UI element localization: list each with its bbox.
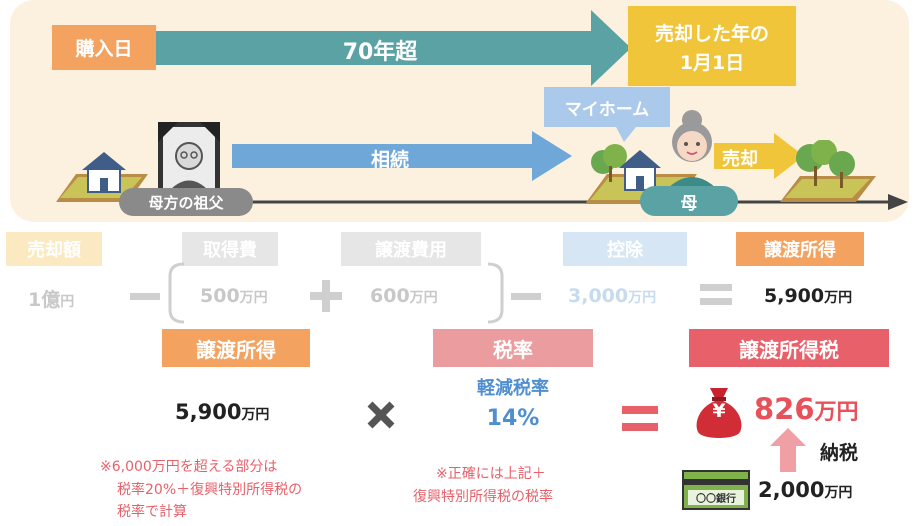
deduction-label: 控除	[563, 232, 687, 266]
bank-amount-number: 2,000	[758, 478, 825, 502]
note1-line2: 税率20%＋復興特別所得税の	[117, 482, 303, 498]
tax-unit: 万円	[814, 400, 859, 425]
acquisition-cost-number: 500	[200, 285, 240, 307]
transfer-income-number-2: 5,900	[175, 400, 242, 424]
sale-amount-number: 1億	[28, 289, 61, 311]
transfer-income-label-1: 譲渡所得	[736, 232, 864, 266]
sale-arrow	[714, 133, 804, 179]
sale-amount-value: 1億円	[28, 285, 74, 312]
tax-payment-arrow	[770, 428, 806, 472]
money-bag-icon	[696, 388, 742, 438]
sale-amount-label: 売却額	[6, 232, 102, 266]
inheritance-arrow	[232, 131, 572, 181]
transfer-income-value-2: 5,900万円	[175, 400, 269, 424]
transfer-income-value-1: 5,900万円	[764, 285, 852, 307]
seventy-years-text: 70年超	[342, 40, 418, 65]
acquisition-cost-value: 500万円	[200, 285, 268, 307]
deduction-value: 3,000万円	[568, 285, 656, 307]
tax-rate-label: 税率	[433, 329, 593, 367]
sale-amount-unit: 円	[60, 294, 75, 310]
sale-text: 売却	[722, 149, 758, 170]
transfer-cost-value: 600万円	[370, 285, 438, 307]
my-home-text: マイホーム	[564, 100, 650, 120]
transfer-income-label-2: 譲渡所得	[162, 329, 310, 367]
deduction-number: 3,000	[568, 285, 629, 307]
transfer-income-unit-2: 万円	[241, 407, 270, 423]
bankbook-icon	[682, 470, 750, 510]
transfer-tax-label: 譲渡所得税	[689, 329, 889, 367]
bank-label: 〇〇銀行	[696, 494, 736, 505]
transfer-cost-number: 600	[370, 285, 410, 307]
note1-line1: ※6,000万円を超える部分は	[100, 459, 278, 475]
transfer-cost-label: 譲渡費用	[341, 232, 481, 266]
my-home-bubble	[544, 87, 670, 142]
tax-value: 826万円	[754, 392, 859, 426]
reduced-rate-label: 軽減税率	[477, 378, 549, 399]
tax-payment-text: 納税	[820, 442, 859, 464]
equals-sign-1	[700, 284, 732, 305]
tax-number: 826	[754, 392, 815, 426]
purchase-date-label: 購入日	[52, 25, 156, 70]
sold-land-icon	[780, 140, 876, 202]
minus-sign-1	[130, 293, 160, 300]
note2-line2: 復興特別所得税の税率	[413, 489, 553, 505]
mother-label: 母	[640, 186, 738, 216]
acquisition-cost-label: 取得費	[182, 232, 278, 266]
acquisition-cost-unit: 万円	[239, 290, 268, 306]
multiply-sign	[367, 401, 395, 429]
seventy-years-arrow	[156, 10, 631, 86]
minus-sign-2	[511, 293, 541, 300]
note2-line1: ※正確には上記＋	[436, 466, 546, 482]
note1-line3: 税率で計算	[117, 504, 187, 520]
plus-sign	[310, 280, 342, 312]
transfer-income-number-1: 5,900	[764, 285, 825, 307]
bank-amount: 2,000万円	[758, 478, 852, 502]
reduced-rate-value: 14%	[486, 406, 540, 431]
bracket-left	[168, 262, 185, 324]
transfer-income-unit-1: 万円	[824, 290, 853, 306]
sale-year-line2: 1月1日	[679, 52, 745, 74]
yen-mark: ¥	[712, 400, 726, 422]
sale-year-line1: 売却した年の	[654, 23, 769, 45]
inheritance-text: 相続	[370, 149, 409, 171]
equals-sign-2	[622, 406, 658, 431]
sale-year-box	[628, 6, 796, 86]
bracket-right	[487, 262, 504, 324]
grandfather-label: 母方の祖父	[119, 188, 253, 216]
deduction-unit: 万円	[628, 290, 657, 306]
transfer-cost-unit: 万円	[409, 290, 438, 306]
bank-amount-unit: 万円	[824, 485, 853, 501]
mother-icon	[666, 110, 718, 190]
grandfather-portrait-icon	[158, 122, 220, 196]
